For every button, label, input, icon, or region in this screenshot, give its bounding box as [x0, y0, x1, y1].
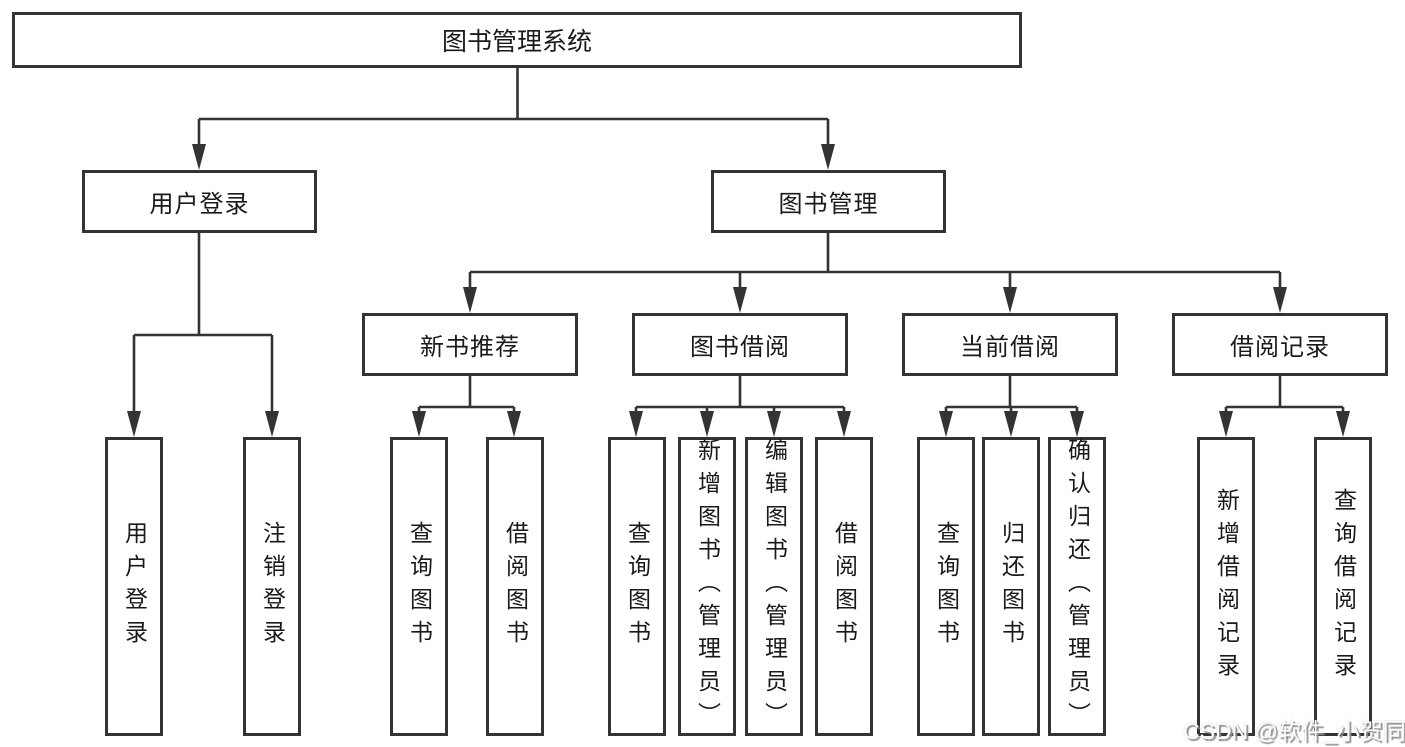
leaf-add-borrow-record: 新增借阅记录 — [1197, 437, 1255, 736]
leaf-label: 确认归还（管理员） — [1064, 438, 1091, 735]
leaf-query-borrow-record: 查询借阅记录 — [1314, 437, 1372, 736]
node-user-login: 用户登录 — [82, 170, 317, 233]
node-label: 用户登录 — [149, 191, 250, 218]
leaf-label: 查询图书 — [624, 520, 651, 653]
leaf-logout: 注销登录 — [243, 437, 301, 736]
leaf-confirm-return-admin: 确认归还（管理员） — [1048, 437, 1106, 736]
node-book-management: 图书管理 — [711, 170, 946, 233]
leaf-query-books-1: 查询图书 — [390, 437, 448, 736]
leaf-label: 编辑图书（管理员） — [761, 438, 788, 735]
leaf-label: 用户登录 — [121, 520, 148, 653]
node-label: 借阅记录 — [1230, 334, 1330, 361]
leaf-label: 查询图书 — [406, 520, 433, 653]
node-label: 图书管理系统 — [441, 28, 592, 56]
leaf-borrow-books-2: 借阅图书 — [815, 437, 873, 736]
leaf-label: 新增图书（管理员） — [694, 438, 721, 735]
leaf-label: 注销登录 — [259, 520, 286, 653]
leaf-query-books-2: 查询图书 — [608, 437, 666, 736]
node-label: 新书推荐 — [420, 334, 520, 361]
leaf-label: 归还图书 — [998, 520, 1025, 653]
leaf-edit-books-admin: 编辑图书（管理员） — [745, 437, 803, 736]
leaf-label: 借阅图书 — [831, 520, 858, 653]
leaf-user-login: 用户登录 — [105, 437, 163, 736]
node-current-borrow: 当前借阅 — [902, 313, 1118, 376]
node-library-system: 图书管理系统 — [12, 12, 1022, 68]
leaf-label: 新增借阅记录 — [1213, 487, 1240, 686]
leaf-return-books: 归还图书 — [982, 437, 1040, 736]
leaf-label: 借阅图书 — [502, 520, 529, 653]
csdn-watermark: CSDN @软件_小贺同学 — [1183, 718, 1405, 744]
node-book-borrow: 图书借阅 — [632, 313, 848, 376]
leaf-label: 查询图书 — [933, 520, 960, 653]
node-label: 图书借阅 — [690, 334, 790, 361]
node-new-book-recommend: 新书推荐 — [362, 313, 578, 376]
node-label: 图书管理 — [778, 191, 879, 218]
leaf-borrow-books-1: 借阅图书 — [486, 437, 544, 736]
node-label: 当前借阅 — [960, 334, 1060, 361]
node-borrow-records: 借阅记录 — [1172, 313, 1388, 376]
leaf-query-books-3: 查询图书 — [917, 437, 975, 736]
leaf-label: 查询借阅记录 — [1330, 487, 1357, 686]
leaf-add-books-admin: 新增图书（管理员） — [678, 437, 736, 736]
